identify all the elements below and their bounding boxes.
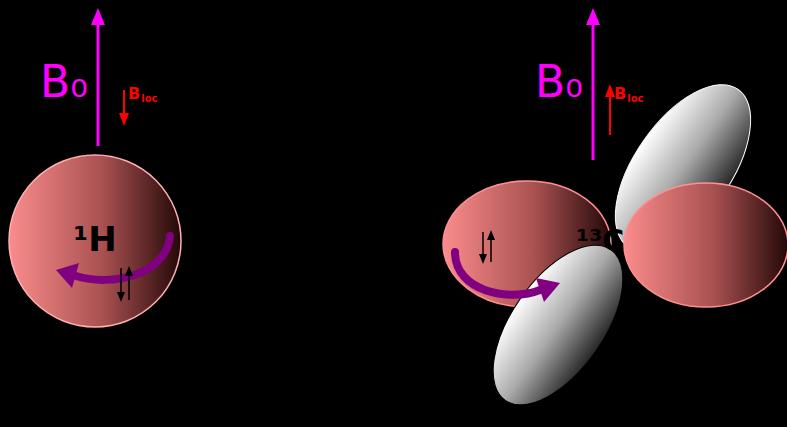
p-orbital-lobe [624, 183, 787, 307]
field-symbol: B [128, 86, 140, 102]
field-arrow [97, 22, 100, 146]
nucleus-label: ¹³C [576, 226, 624, 256]
field-subscript: loc [141, 94, 157, 104]
sphere-body [9, 155, 181, 327]
electron-spin [490, 238, 492, 262]
arrow-head [586, 8, 600, 25]
arrow-head [119, 113, 129, 126]
local-field-arrow [123, 90, 125, 114]
field-arrow [592, 22, 595, 160]
electron-spin [120, 268, 122, 294]
arrow-head [479, 254, 487, 264]
circulation-arrow [76, 236, 170, 280]
field-subscript: loc [627, 94, 643, 104]
electron-spin [482, 232, 484, 256]
local-field-arrow [609, 96, 611, 135]
circulation-arrow [455, 252, 540, 295]
atom-sphere: ¹H [8, 154, 182, 328]
arrow-head [56, 263, 79, 288]
arrow-head [117, 292, 125, 302]
arrow-head [605, 84, 615, 97]
field-symbol: B₀ [40, 60, 88, 104]
field-symbol: B₀ [535, 60, 583, 104]
arrow-head [91, 8, 105, 25]
arrow-head [487, 230, 495, 240]
electron-spin [128, 274, 130, 300]
arrow-head [536, 278, 560, 302]
nucleus-label: ¹H [73, 222, 116, 256]
p-orbital-lobe [468, 223, 649, 426]
field-symbol: B [614, 86, 626, 102]
arrow-head [125, 266, 133, 276]
